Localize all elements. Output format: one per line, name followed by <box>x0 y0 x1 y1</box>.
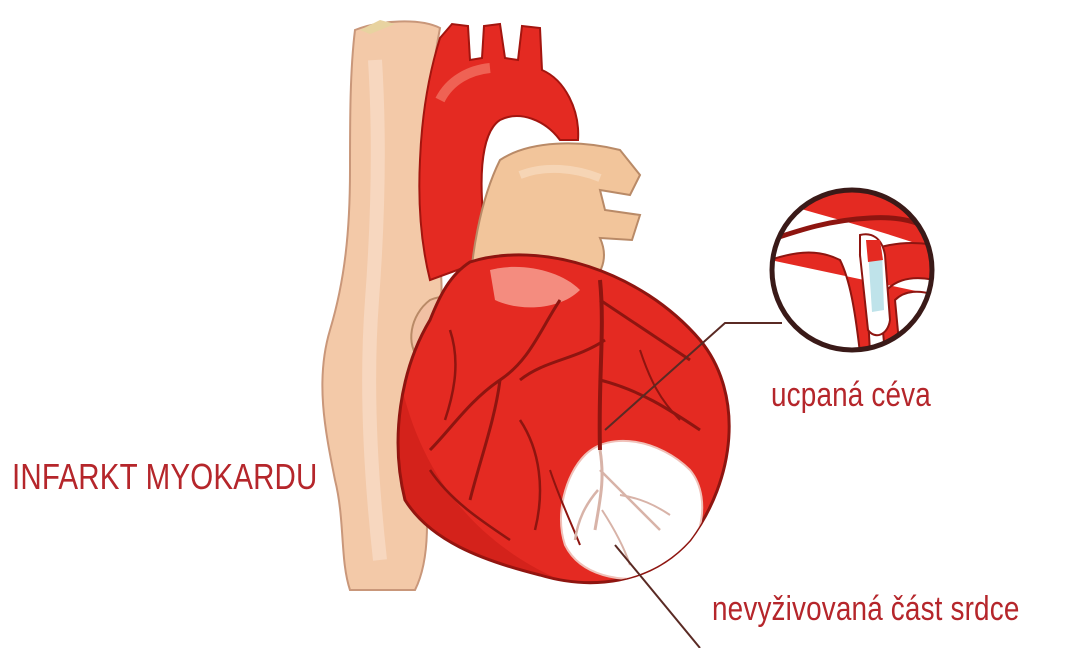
blocked-vessel-label: ucpaná céva <box>771 376 931 415</box>
diagram-title: INFARKT MYOKARDU <box>12 456 318 498</box>
magnifier-inset <box>770 188 935 353</box>
ischemic-area <box>561 441 702 579</box>
unfed-heart-part-label: nevyživovaná část srdce <box>712 590 1020 629</box>
